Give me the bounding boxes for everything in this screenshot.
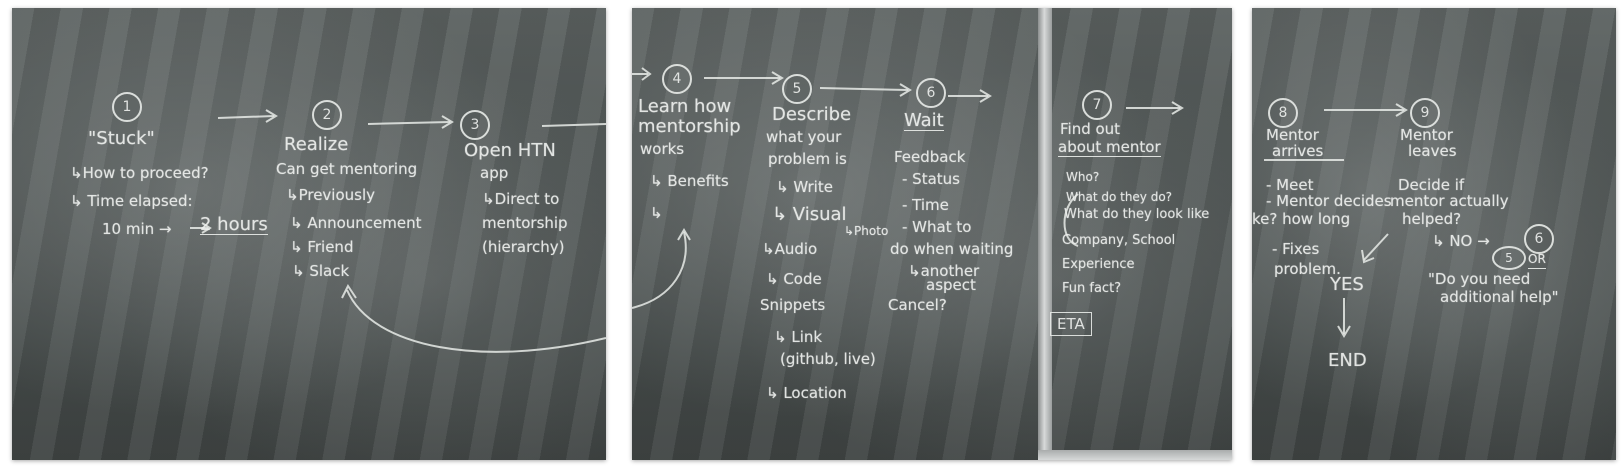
channel-slack: ↳ Slack bbox=[292, 262, 350, 280]
fixes-item: - Fixes bbox=[1272, 240, 1320, 258]
chalk-tray bbox=[1038, 450, 1232, 460]
do-when-waiting: do when waiting bbox=[890, 240, 1014, 258]
what-to-item: - What to bbox=[902, 218, 972, 236]
aspect-label: aspect bbox=[926, 276, 976, 294]
option-code: ↳ Code bbox=[766, 270, 822, 288]
step-1-marker: 1 bbox=[112, 92, 142, 122]
need-help-line1: "Do you need bbox=[1428, 270, 1531, 288]
mentor-arrives-line1: Mentor bbox=[1266, 126, 1319, 144]
option-visual: ↳ Visual bbox=[772, 204, 847, 225]
no-branch: ↳ NO → bbox=[1432, 232, 1490, 250]
option-location: ↳ Location bbox=[766, 384, 847, 402]
flow-arrows-3 bbox=[1264, 103, 1408, 338]
need-help-line2: additional help" bbox=[1440, 288, 1559, 306]
app-label: app bbox=[480, 164, 509, 182]
step-6-marker: 6 bbox=[916, 78, 946, 108]
return-step-6-marker: 6 bbox=[1524, 224, 1554, 254]
direct-to: ↳Direct to bbox=[482, 190, 560, 208]
mentor-decides-item: - Mentor decides bbox=[1266, 192, 1392, 210]
github-live: (github, live) bbox=[780, 350, 876, 368]
stuck-heading: "Stuck" bbox=[88, 128, 155, 149]
eta-box: ETA bbox=[1050, 312, 1092, 336]
how-long-item: ke? how long bbox=[1252, 210, 1351, 228]
decide-if: Decide if bbox=[1398, 176, 1465, 194]
return-step-5-marker: 5 bbox=[1492, 246, 1526, 270]
hierarchy-label: (hierarchy) bbox=[482, 238, 565, 256]
option-link: ↳ Link bbox=[774, 328, 823, 346]
works-label: works bbox=[640, 140, 685, 158]
time-elapsed: ↳ Time elapsed: bbox=[70, 192, 193, 210]
experience-label: Experience bbox=[1062, 257, 1135, 272]
end-label: END bbox=[1328, 350, 1367, 371]
chalkboard-photo-1: 1 "Stuck" ↳How to proceed? ↳ Time elapse… bbox=[12, 8, 606, 460]
another-label: ↳another bbox=[908, 262, 980, 280]
chalkboard-photo-2: 4 Learn how mentorship works ↳ Benefits … bbox=[632, 8, 1232, 460]
who-label: Who? bbox=[1066, 170, 1100, 184]
min-to-hours-end: 2 hours bbox=[200, 214, 268, 235]
or-label: OR bbox=[1528, 250, 1546, 269]
time-item: - Time bbox=[902, 196, 949, 214]
helped-question: helped? bbox=[1402, 210, 1462, 228]
mentorship-heading: mentorship bbox=[638, 116, 741, 137]
option-photo: ↳Photo bbox=[844, 224, 889, 238]
what-look-like: What do they look like bbox=[1064, 207, 1210, 222]
channel-previously: ↳Previously bbox=[286, 186, 376, 204]
step-4-marker: 4 bbox=[662, 64, 692, 94]
mentorship-label: mentorship bbox=[482, 214, 568, 232]
step-8-marker: 8 bbox=[1268, 98, 1298, 128]
how-to-proceed: ↳How to proceed? bbox=[70, 164, 209, 182]
what-your: what your bbox=[766, 128, 842, 146]
board-frame-divider bbox=[1038, 8, 1052, 460]
option-audio: ↳Audio bbox=[762, 240, 818, 258]
fun-fact-label: Fun fact? bbox=[1062, 281, 1122, 296]
cancel-label: Cancel? bbox=[888, 296, 947, 314]
step-9-marker: 9 bbox=[1410, 98, 1440, 128]
step-5-marker: 5 bbox=[782, 74, 812, 104]
min-to-hours-start: 10 min → bbox=[102, 220, 172, 238]
learn-how-heading: Learn how bbox=[638, 96, 732, 117]
status-item: - Status bbox=[902, 170, 960, 188]
realize-heading: Realize bbox=[284, 134, 349, 155]
channel-announcement: ↳ Announcement bbox=[290, 214, 422, 232]
chalkboard-photo-3: 8 Mentor arrives - Meet - Mentor decides… bbox=[1252, 8, 1616, 460]
open-htn-heading: Open HTN bbox=[464, 140, 556, 161]
mentor-leaves-line2: leaves bbox=[1408, 142, 1457, 160]
empty-bullet: ↳ bbox=[650, 204, 663, 222]
can-get-mentoring: Can get mentoring bbox=[276, 160, 418, 178]
flow-arrows-1 bbox=[190, 109, 606, 353]
problem-is: problem is bbox=[768, 150, 847, 168]
about-mentor-heading: about mentor bbox=[1058, 138, 1161, 157]
flow-arrows-2 bbox=[632, 67, 1184, 309]
find-out-heading: Find out bbox=[1060, 120, 1121, 138]
describe-heading: Describe bbox=[772, 104, 852, 125]
company-school: Company, School bbox=[1062, 233, 1176, 248]
feedback-label: Feedback bbox=[894, 148, 966, 166]
meet-item: - Meet bbox=[1266, 176, 1314, 194]
benefits-label: ↳ Benefits bbox=[650, 172, 729, 190]
what-do-they-do: What do they do? bbox=[1066, 190, 1173, 204]
yes-branch: YES bbox=[1330, 274, 1364, 295]
step-3-marker: 3 bbox=[460, 110, 490, 140]
snippets-label: Snippets bbox=[760, 296, 826, 314]
option-write: ↳ Write bbox=[776, 178, 833, 196]
step-7-marker: 7 bbox=[1082, 90, 1112, 120]
problem-item: problem. bbox=[1274, 260, 1341, 278]
mentor-actually: mentor actually bbox=[1390, 192, 1509, 210]
wait-heading: Wait bbox=[904, 110, 944, 131]
step-2-marker: 2 bbox=[312, 100, 342, 130]
mentor-leaves-line1: Mentor bbox=[1400, 126, 1453, 144]
mentor-arrives-line2: arrives bbox=[1272, 142, 1324, 160]
channel-friend: ↳ Friend bbox=[290, 238, 354, 256]
